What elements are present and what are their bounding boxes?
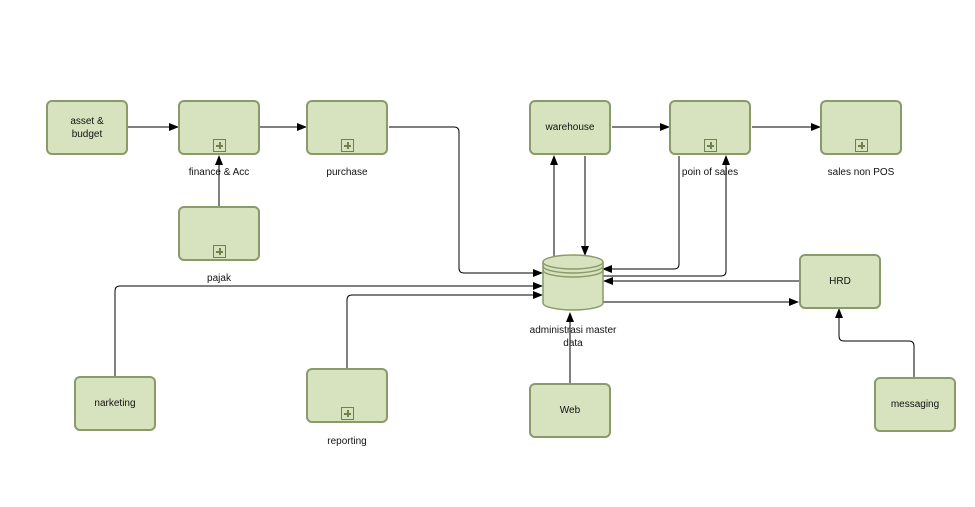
expand-plus-icon[interactable]	[341, 139, 354, 152]
poin-of-sales-label: poin of sales	[681, 167, 739, 178]
asset-budget-text: asset & budget	[70, 115, 104, 140]
edge-messaging-to-hrd	[835, 308, 915, 377]
edge-marketing-to-database	[114, 282, 543, 376]
messaging-text: messaging	[890, 399, 940, 410]
reporting-box[interactable]	[306, 368, 388, 423]
sales-non-pos-box[interactable]	[820, 100, 902, 155]
warehouse-text: warehouse	[545, 122, 595, 133]
expand-plus-icon[interactable]	[704, 139, 717, 152]
asset-budget-box[interactable]: asset & budget	[46, 100, 128, 155]
hrd-box[interactable]: HRD	[799, 254, 881, 309]
database-label: administrasi master data	[529, 325, 617, 349]
marketing-box[interactable]: narketing	[74, 376, 156, 431]
database-icon[interactable]	[542, 254, 604, 311]
purchase-box[interactable]	[306, 100, 388, 155]
finance-acc-box[interactable]	[178, 100, 260, 155]
edge-purchase-to-database	[389, 126, 543, 277]
expand-plus-icon[interactable]	[213, 139, 226, 152]
marketing-text: narketing	[94, 398, 136, 409]
purchase-label: purchase	[326, 167, 368, 178]
pajak-box[interactable]	[178, 206, 260, 261]
hrd-text: HRD	[829, 276, 851, 287]
sales-non-pos-label: sales non POS	[827, 167, 895, 178]
edge-poin-of-sales-to-database	[602, 156, 680, 273]
finance-acc-label: finance & Acc	[188, 167, 250, 178]
expand-plus-icon[interactable]	[341, 407, 354, 420]
web-text: Web	[559, 405, 581, 416]
edge-reporting-to-database	[346, 291, 543, 368]
poin-of-sales-box[interactable]	[669, 100, 751, 155]
expand-plus-icon[interactable]	[855, 139, 868, 152]
expand-plus-icon[interactable]	[213, 245, 226, 258]
web-box[interactable]: Web	[529, 383, 611, 438]
warehouse-box[interactable]: warehouse	[529, 100, 611, 155]
messaging-box[interactable]: messaging	[874, 377, 956, 432]
reporting-label: reporting	[327, 436, 367, 447]
edge-database-to-poin-of-sales	[603, 155, 730, 277]
pajak-label: pajak	[207, 273, 231, 284]
